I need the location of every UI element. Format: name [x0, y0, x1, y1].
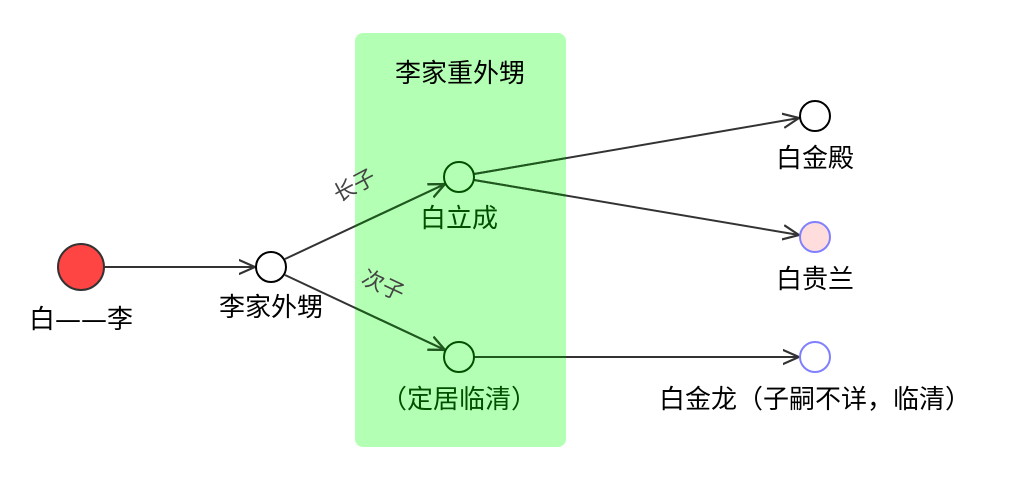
label-second: （定居临清）	[381, 385, 537, 415]
group-box	[355, 33, 566, 447]
node-jinlong[interactable]	[799, 341, 831, 373]
label-nephew: 李家外甥	[219, 293, 323, 323]
node-root[interactable]	[57, 243, 105, 291]
label-root: 白——李	[29, 305, 133, 335]
edge-segments-in-box	[355, 117, 566, 358]
group-title: 李家重外甥	[395, 59, 525, 89]
node-jindian[interactable]	[799, 100, 831, 132]
label-jindian: 白金殿	[776, 144, 854, 174]
label-eldest: 白立成	[420, 204, 498, 234]
node-eldest[interactable]	[443, 161, 475, 193]
label-jinlong: 白金龙（子嗣不详，临清）	[659, 385, 971, 415]
node-second[interactable]	[443, 341, 475, 373]
label-guilan: 白贵兰	[776, 265, 854, 295]
node-guilan[interactable]	[799, 221, 831, 253]
node-nephew[interactable]	[255, 251, 287, 283]
